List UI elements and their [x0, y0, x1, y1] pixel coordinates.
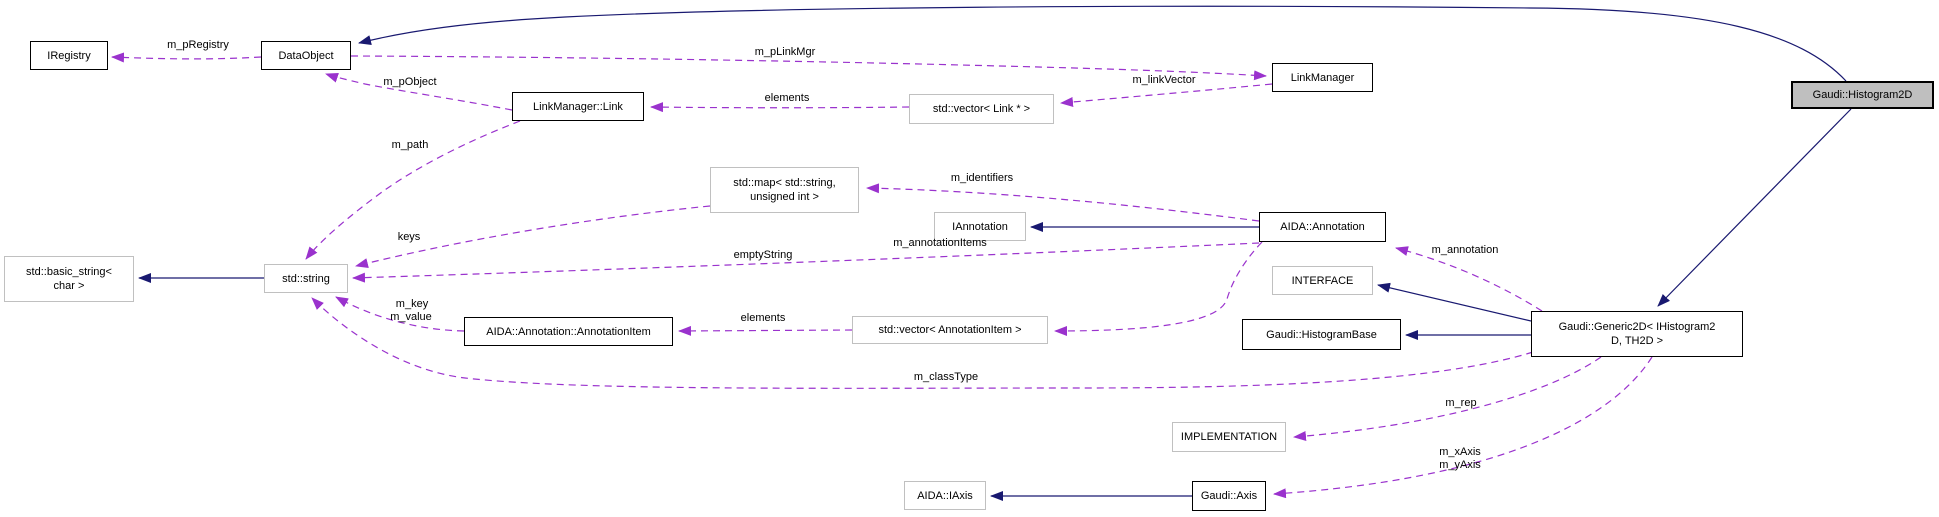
node-linkmanager[interactable]: LinkManager	[1272, 63, 1373, 92]
edge-inheritance-generic2d-interface	[1377, 282, 1532, 322]
edge-label-m-rep: m_rep	[1445, 397, 1477, 409]
edge-inheritance-histogram2d-dataobject	[358, 5, 1847, 82]
node-std-vector-link[interactable]: std::vector< Link * >	[909, 94, 1054, 124]
edge-label-m-yaxis: m_yAxis	[1439, 459, 1481, 471]
edge-usage-m-linkvector	[1060, 83, 1273, 107]
edge-usage-m-classtype	[311, 297, 1534, 389]
node-aida-annotation[interactable]: AIDA::Annotation	[1259, 212, 1386, 242]
node-dataobject[interactable]: DataObject	[261, 41, 351, 70]
node-iannotation[interactable]: IAnnotation	[934, 212, 1026, 241]
edge-label-m-pregistry: m_pRegistry	[167, 39, 229, 51]
node-label-line: char >	[53, 280, 85, 292]
edge-usage-emptystring	[352, 242, 1260, 283]
node-label-line: std::map< std::string,	[733, 177, 836, 189]
edge-usage-m-path	[305, 120, 521, 260]
edge-usage-elements-links	[650, 102, 910, 113]
edge-usage-m-xaxis-m-yaxis	[1273, 356, 1653, 499]
edge-label-m-linkvector: m_linkVector	[1132, 74, 1196, 86]
edge-usage-m-key-m-value	[335, 296, 465, 332]
edge-label-keys: keys	[397, 231, 421, 243]
edge-usage-elements-items	[678, 325, 853, 336]
edge-label-m-value: m_value	[390, 311, 432, 323]
edge-usage-m-rep	[1293, 356, 1602, 442]
node-gaudi-histogram2d[interactable]: Gaudi::Histogram2D	[1791, 81, 1934, 109]
node-linkmanager-link[interactable]: LinkManager::Link	[512, 92, 644, 121]
edge-label-emptystring: emptyString	[733, 249, 793, 261]
edge-label-m-xaxis: m_xAxis	[1439, 446, 1481, 458]
edge-usage-m-annotationitems	[1054, 241, 1263, 336]
node-aida-iaxis[interactable]: AIDA::IAxis	[904, 481, 986, 510]
node-interface[interactable]: INTERFACE	[1272, 266, 1373, 295]
edge-label-m-classtype: m_classType	[913, 371, 979, 383]
node-implementation[interactable]: IMPLEMENTATION	[1172, 422, 1286, 452]
node-label-line: D, TH2D >	[1610, 335, 1664, 347]
edge-inheritance-histogram2d-generic2d	[1657, 108, 1852, 307]
edge-label-m-plinkmgr: m_pLinkMgr	[754, 46, 816, 58]
edge-label-m-annotation: m_annotation	[1431, 244, 1499, 256]
node-iregistry[interactable]: IRegistry	[30, 41, 108, 70]
node-annotationitem[interactable]: AIDA::Annotation::AnnotationItem	[464, 317, 673, 346]
node-label-line: unsigned int >	[750, 191, 819, 203]
edge-usage-m-pregistry	[111, 52, 262, 63]
node-std-map[interactable]: std::map< std::string, unsigned int >	[710, 167, 859, 213]
edge-label-elements-items: elements	[740, 312, 786, 324]
edge-usage-keys	[355, 205, 711, 268]
node-label-line: std::basic_string<	[26, 266, 112, 278]
node-label-line: Gaudi::Generic2D< IHistogram2	[1558, 321, 1716, 333]
edge-usage-m-annotation	[1395, 246, 1543, 312]
edge-label-m-pobject: m_pObject	[383, 76, 437, 88]
edge-usage-m-plinkmgr	[350, 55, 1267, 81]
edge-label-elements-links: elements	[764, 92, 810, 104]
edge-label-m-annotationitems: m_annotationItems	[893, 237, 987, 249]
edge-usage-m-identifiers	[866, 183, 1260, 222]
edge-label-m-key: m_key	[395, 298, 429, 310]
node-std-basic-string[interactable]: std::basic_string< char >	[4, 256, 134, 302]
node-gaudi-axis[interactable]: Gaudi::Axis	[1192, 481, 1266, 511]
node-gaudi-histogrambase[interactable]: Gaudi::HistogramBase	[1242, 319, 1401, 350]
edge-usage-m-pobject	[325, 73, 513, 111]
node-std-string[interactable]: std::string	[264, 264, 348, 293]
edge-label-m-path: m_path	[391, 139, 429, 151]
node-std-vector-annotationitem[interactable]: std::vector< AnnotationItem >	[852, 316, 1048, 344]
node-gaudi-generic2d[interactable]: Gaudi::Generic2D< IHistogram2 D, TH2D >	[1531, 311, 1743, 357]
edge-label-m-identifiers: m_identifiers	[950, 172, 1014, 184]
